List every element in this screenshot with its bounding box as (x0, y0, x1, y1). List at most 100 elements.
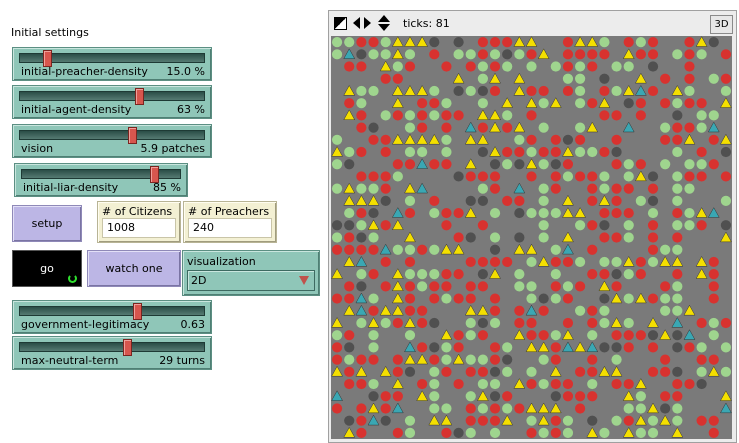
citizen-agent (538, 232, 549, 243)
slider-track[interactable] (19, 342, 205, 352)
citizen-agent (477, 183, 488, 194)
citizen-agent (538, 183, 549, 194)
preacher-agent (331, 365, 343, 377)
citizen-agent (514, 269, 525, 280)
slider-handle[interactable] (150, 166, 159, 183)
citizen-agent (696, 366, 707, 377)
citizen-agent (611, 195, 622, 206)
slider-label: initial-liar-density (23, 181, 119, 194)
citizen-agent (708, 73, 719, 84)
citizen-agent (489, 256, 501, 268)
slider-track[interactable] (19, 130, 205, 140)
preacher-agent (440, 329, 453, 340)
citizen-agent (562, 85, 574, 97)
citizen-agent (489, 317, 501, 329)
citizen-agent (660, 244, 671, 255)
citizen-agent (672, 122, 683, 133)
slider-track[interactable] (19, 91, 205, 101)
citizen-agent (465, 256, 476, 268)
citizen-agent (404, 195, 416, 206)
setup-button[interactable]: setup (12, 205, 82, 242)
preacher-agent (537, 414, 550, 426)
citizen-agent (465, 49, 476, 60)
preacher-agent (720, 231, 732, 243)
citizen-agent (660, 134, 671, 145)
citizen-agent (562, 317, 574, 329)
citizen-agent (575, 403, 586, 414)
citizen-agent (380, 391, 391, 402)
preacher-agent (452, 243, 465, 255)
preacher-agent (720, 390, 732, 401)
slider-track[interactable] (21, 169, 181, 179)
preacher-agent (343, 255, 356, 267)
citizen-agent (356, 317, 367, 329)
slider-track[interactable] (19, 306, 205, 316)
citizen-agent (392, 317, 403, 329)
citizen-agent (453, 232, 464, 243)
slider-handle[interactable] (43, 50, 52, 67)
citizen-agent (514, 146, 525, 158)
citizen-agent (404, 415, 416, 426)
preacher-agent (343, 304, 356, 316)
preacher-agent (659, 255, 672, 267)
citizen-agent (429, 159, 440, 170)
citizen-agent (562, 61, 574, 72)
slider-initial-liar-density[interactable]: initial-liar-density 85 % (14, 163, 188, 197)
citizen-agent (623, 171, 634, 182)
vertical-arrows-icon[interactable] (377, 15, 391, 31)
preacher-agent (634, 72, 647, 84)
citizen-agent (623, 220, 634, 231)
preacher-agent (598, 280, 611, 291)
chooser-select[interactable]: 2D (187, 270, 315, 291)
preacher-agent (391, 97, 404, 108)
citizen-agent (489, 427, 501, 438)
preacher-agent (391, 292, 404, 304)
forever-icon (68, 274, 77, 283)
preacher-agent (428, 414, 441, 426)
citizen-agent (489, 354, 501, 365)
citizen-agent (489, 49, 501, 60)
slider-government-legitimacy[interactable]: government-legitimacy 0.63 (12, 300, 212, 334)
slider-handle[interactable] (123, 339, 132, 356)
visualization-chooser[interactable]: visualization 2D (182, 250, 320, 296)
slider-handle[interactable] (128, 127, 137, 144)
citizen-agent (526, 171, 537, 182)
citizen-agent (611, 110, 622, 121)
citizen-agent (611, 269, 622, 280)
citizen-agent (465, 195, 476, 206)
citizen-agent (611, 183, 622, 194)
citizen-agent (720, 195, 732, 206)
citizen-agent (368, 232, 379, 243)
slider-vision[interactable]: vision 5.9 patches (12, 124, 212, 158)
citizen-agent (562, 159, 574, 170)
slider-initial-preacher-density[interactable]: initial-preacher-density 15.0 % (12, 47, 212, 81)
slider-handle[interactable] (133, 303, 142, 320)
slider-track[interactable] (19, 53, 205, 63)
citizen-agent (526, 85, 537, 97)
go-button[interactable]: go (12, 250, 82, 287)
slider-initial-agent-density[interactable]: initial-agent-density 63 % (12, 85, 212, 119)
citizen-agent (562, 171, 574, 182)
preacher-agent (501, 414, 514, 426)
citizen-agent (380, 256, 391, 268)
3d-view-button[interactable]: 3D (710, 15, 733, 34)
citizen-agent (660, 122, 671, 133)
preacher-agent (391, 378, 404, 389)
citizen-agent (611, 207, 622, 219)
citizen-agent (356, 85, 367, 97)
citizen-agent (647, 342, 659, 353)
slider-max-neutral-term[interactable]: max-neutral-term 29 turns (12, 336, 212, 370)
citizen-agent (344, 244, 355, 255)
watch-one-button[interactable]: watch one (87, 250, 181, 287)
dropdown-arrow-icon[interactable] (299, 276, 309, 285)
horizontal-arrows-icon[interactable] (353, 16, 371, 30)
citizen-agent (465, 415, 476, 426)
world-canvas[interactable] (331, 36, 732, 439)
turtle-shape-toggle-icon[interactable] (334, 16, 347, 30)
citizen-agent (635, 427, 646, 438)
citizen-agent (429, 195, 440, 206)
slider-handle[interactable] (135, 88, 144, 105)
citizen-agent (489, 378, 501, 390)
citizen-agent (417, 378, 428, 390)
citizen-agent (441, 269, 452, 280)
